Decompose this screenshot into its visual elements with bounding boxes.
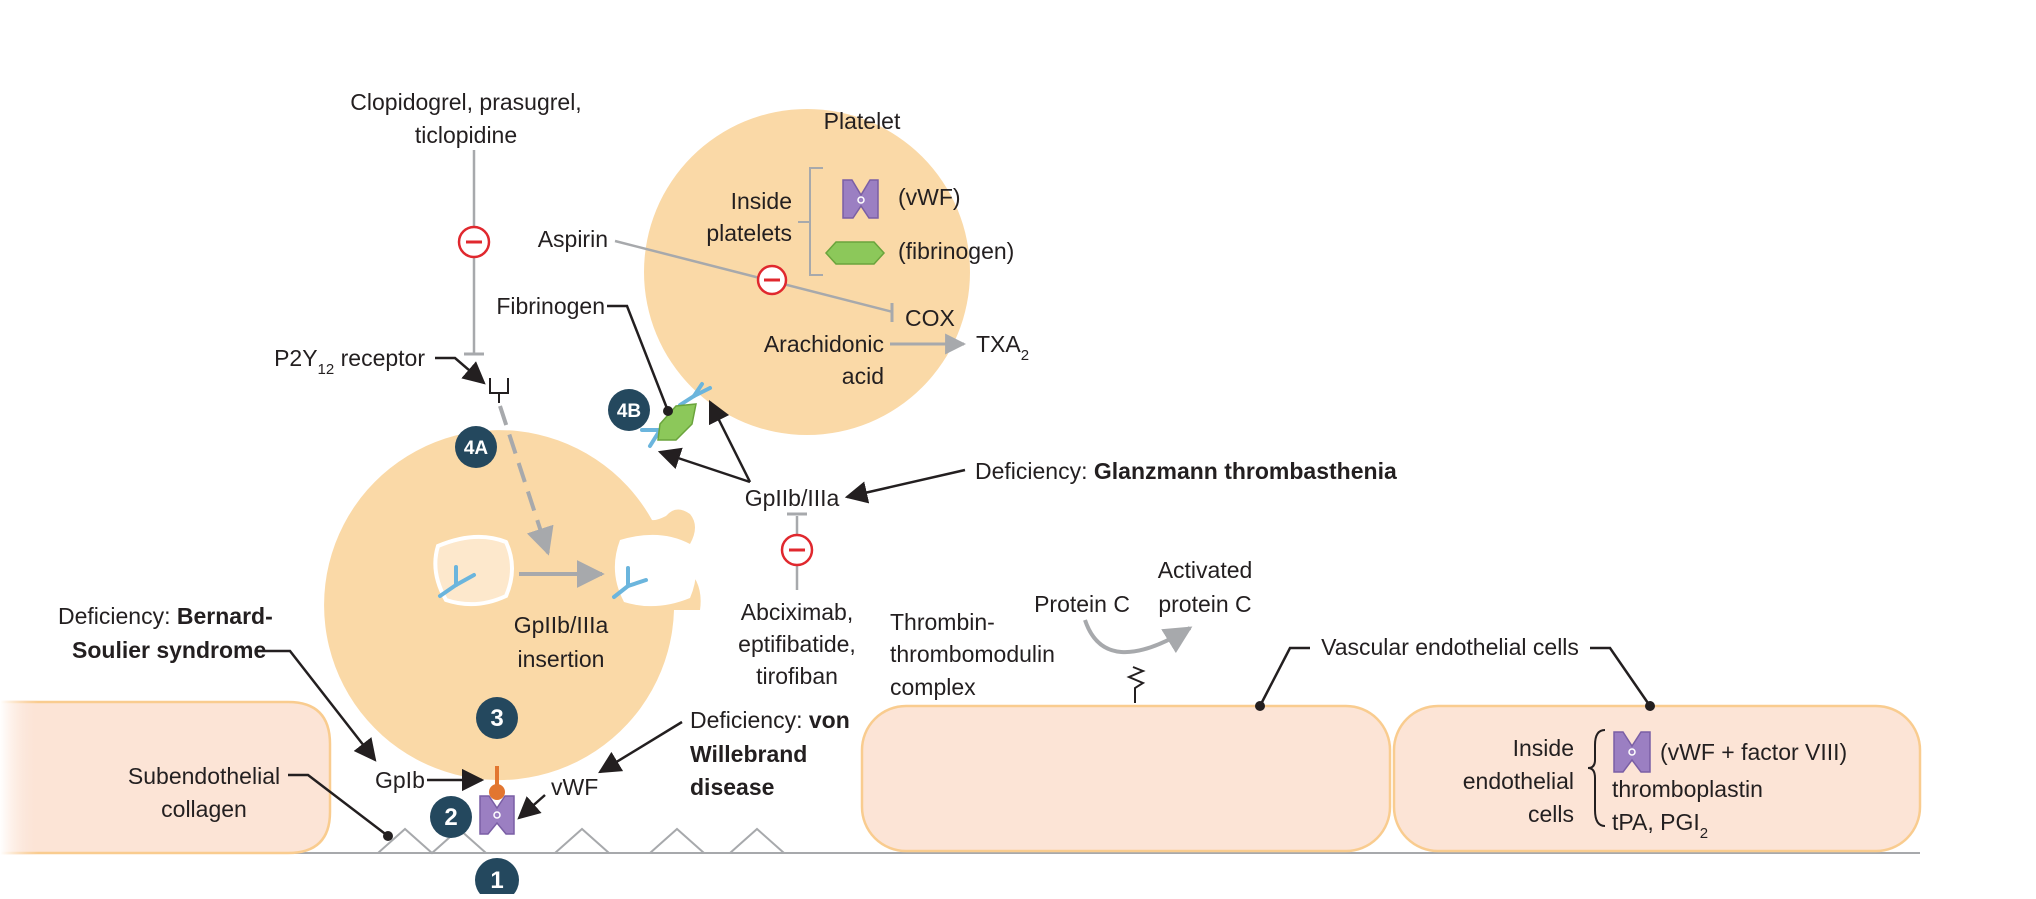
svg-text:1: 1 [490,867,503,894]
glanzmann-deficiency: Deficiency: Glanzmann thrombasthenia [975,458,1397,484]
collagen-fibers [377,827,785,855]
p2y12-receptor-label: P2Y12 receptor [274,345,425,378]
vwf-icon-collagen [479,795,515,835]
step-badge-4b: 4B [608,389,650,431]
gp2b3a-granule-receptor-left [438,565,476,598]
gpib-label: GpIb [375,767,425,793]
step-badge-2: 2 [430,796,472,838]
gp-insertion-line2: insertion [518,646,605,672]
gp2b3a-arrow-lower [657,447,751,484]
activated-protein-c-line2: protein C [1158,591,1251,617]
gpib-receptor-icon [489,784,505,800]
platelet-vwf-label: (vWF) [898,184,961,210]
vwf-label: vWF [551,774,598,800]
gp2b3a-drugs-line1: Abciximab, [741,599,853,625]
protein-c-label: Protein C [1034,591,1130,617]
aspirin-inhibit-icon [756,264,788,296]
vwd-deficiency-line1: Deficiency: von [690,707,850,733]
svg-text:3: 3 [490,705,503,732]
gp2b3a-granule-receptor-right [612,566,648,599]
step-badge-1: 1 [475,858,519,899]
p2y12-receptor-icon [489,378,509,394]
granule-left [433,534,514,607]
gp-insertion-line1: GpIIb/IIIa [514,612,609,638]
aspirin-label: Aspirin [538,226,608,252]
p2y12-signal-arrow [498,405,554,556]
tpa-pgi-label: tPA, PGI2 [1612,809,1708,842]
aspirin-inhibition-line [614,239,894,314]
inside-platelets-line2: platelets [706,220,792,246]
thrombin-complex-line1: Thrombin- [890,609,995,635]
fibrinogen-connector [607,304,670,412]
p2y12-drugs-line2: ticlopidine [415,122,517,148]
p2y12-label-arrow [435,356,486,385]
txa2-label: TXA2 [976,331,1029,364]
thromboplastin-label: thromboplastin [1612,776,1763,802]
inside-endothelial-line2: endothelial [1463,768,1574,794]
activated-protein-c-line1: Activated [1158,557,1253,583]
fibrinogen-icon-platelet [824,241,886,265]
fibrinogen-label: Fibrinogen [496,293,605,319]
activated-platelet-body [324,430,701,781]
glanzmann-arrow [844,468,966,504]
bernard-connector [256,649,377,762]
svg-text:2: 2 [444,804,457,831]
vwd-deficiency-line3: disease [690,774,774,800]
platelet-fibrinogen-label: (fibrinogen) [898,238,1014,264]
arachidonic-line2: acid [842,363,884,389]
gp2b3a-label: GpIIb/IIIa [745,485,840,511]
arachidonic-line1: Arachidonic [764,331,884,357]
svg-text:4A: 4A [464,438,489,459]
inside-platelets-line1: Inside [731,188,792,214]
bernard-deficiency-line1: Deficiency: Bernard- [58,603,273,629]
gp2b3a-drugs-line2: eptifibatide, [738,631,856,657]
gp2b3a-drugs-line3: tirofiban [756,663,838,689]
vascular-endothelial-label: Vascular endothelial cells [1321,634,1579,660]
subendothelial-cell [0,700,332,855]
platelet-title: Platelet [824,108,901,134]
thrombomodulin-icon [1126,666,1146,703]
thrombin-complex-line2: thrombomodulin [890,641,1055,667]
svg-text:4B: 4B [617,401,641,422]
step-badge-3: 3 [476,697,518,739]
vwf-factor-label: (vWF + factor VIII) [1660,739,1847,765]
p2y12-drugs-line1: Clopidogrel, prasugrel, [350,89,581,115]
inside-endothelial-line3: cells [1528,801,1574,827]
gp2b3a-inhibit-icon [780,533,814,567]
fibrinogen-bridge-icon [657,403,697,441]
endothelial-cell-1 [860,704,1392,853]
vwf-arrow [517,794,546,820]
cox-label: COX [905,305,955,331]
collagen-connector [288,773,389,837]
subendothelial-line2: collagen [161,796,247,822]
p2y12-inhibit-icon [457,225,491,259]
endothelial-cell-2 [1392,704,1922,853]
endothelial-connector-left [1258,646,1310,707]
vwd-arrow [598,720,683,774]
vwf-icon-platelet [842,179,879,219]
gp2b3a-arrow-upper [708,399,752,483]
inside-endothelial-line1: Inside [1513,735,1574,761]
granule-fusing [614,534,696,607]
vwf-icon-endothelial [1613,731,1651,773]
endothelial-connector-right [1590,646,1652,707]
endothelial-brace [1587,729,1606,827]
protein-c-arrow [1083,619,1193,654]
platelet-body [644,109,970,435]
thrombin-complex-line3: complex [890,674,976,700]
bernard-deficiency-line2: Soulier syndrome [72,637,266,663]
step-badge-4a: 4A [455,426,497,468]
inside-platelets-bracket [798,167,823,276]
gp2b3a-receptor-upper [678,382,712,407]
subendothelial-line1: Subendothelial [128,763,280,789]
vwd-deficiency-line2: Willebrand [690,741,807,767]
